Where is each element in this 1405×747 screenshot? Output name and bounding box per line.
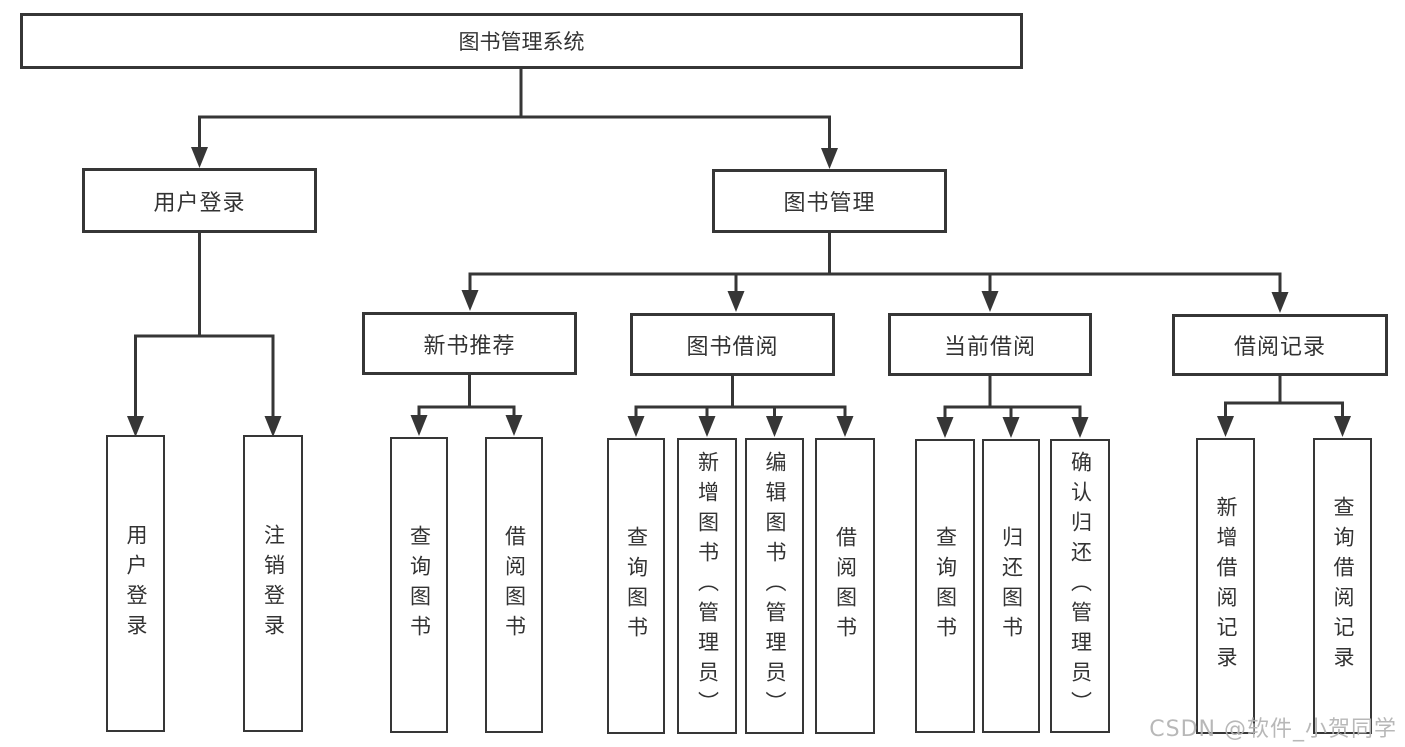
leaf-add-borrow-record: 新增借阅记录	[1196, 438, 1255, 734]
branch-borrow-records	[1217, 376, 1351, 437]
leaf-label: 新增图书（管理员）	[695, 451, 720, 721]
leaf-query-books-borrow: 查询图书	[607, 438, 665, 734]
leaf-label: 查询图书	[933, 526, 958, 646]
leaf-edit-books-admin: 编辑图书（管理员）	[745, 438, 804, 734]
leaf-add-books-admin: 新增图书（管理员）	[677, 438, 737, 734]
node-label: 借阅记录	[1233, 335, 1326, 360]
leaf-query-books-current: 查询图书	[915, 439, 975, 733]
branch-new-book-recommend	[410, 374, 523, 436]
branch-current-borrow	[936, 375, 1089, 438]
leaf-logout: 注销登录	[243, 435, 303, 732]
leaf-label: 用户登录	[124, 523, 148, 644]
leaf-user-login: 用户登录	[106, 435, 165, 732]
csdn-watermark: CSDN @软件_小贺同学	[1149, 717, 1397, 742]
node-label: 图书管理系统	[458, 30, 585, 54]
leaf-label: 归还图书	[999, 526, 1024, 646]
leaf-label: 借阅图书	[833, 526, 858, 646]
node-label: 新书推荐	[423, 333, 516, 359]
leaf-confirm-return-admin: 确认归还（管理员）	[1050, 439, 1110, 733]
branch-root-to-level2	[191, 67, 838, 169]
leaf-borrow-books: 借阅图书	[815, 438, 875, 734]
node-new-book-recommend: 新书推荐	[362, 312, 577, 375]
node-book-borrow: 图书借阅	[630, 313, 835, 376]
branch-book-management	[461, 232, 1289, 313]
leaf-label: 查询图书	[407, 525, 432, 645]
node-user-login: 用户登录	[82, 168, 317, 233]
leaf-label: 注销登录	[261, 523, 286, 644]
node-label: 图书借阅	[686, 334, 779, 360]
node-label: 当前借阅	[943, 334, 1036, 360]
leaf-label: 借阅图书	[502, 525, 527, 645]
node-current-borrow: 当前借阅	[888, 313, 1092, 376]
leaf-query-borrow-record: 查询借阅记录	[1313, 438, 1372, 734]
leaf-label: 新增借阅记录	[1214, 496, 1238, 676]
leaf-label: 确认归还（管理员）	[1068, 451, 1093, 721]
node-label: 用户登录	[153, 190, 246, 216]
leaf-label: 编辑图书（管理员）	[763, 451, 787, 721]
leaf-return-books: 归还图书	[982, 439, 1040, 733]
node-book-management: 图书管理	[712, 169, 947, 233]
leaf-label: 查询图书	[624, 526, 649, 646]
leaf-label: 查询借阅记录	[1331, 496, 1355, 676]
node-label: 图书管理	[783, 191, 876, 216]
node-library-management-system: 图书管理系统	[20, 13, 1023, 69]
leaf-borrow-books-recommend: 借阅图书	[485, 437, 543, 733]
branch-user-login	[127, 232, 282, 437]
branch-book-borrow	[627, 375, 854, 437]
node-borrow-records: 借阅记录	[1172, 314, 1388, 376]
leaf-query-books-recommend: 查询图书	[390, 437, 448, 733]
